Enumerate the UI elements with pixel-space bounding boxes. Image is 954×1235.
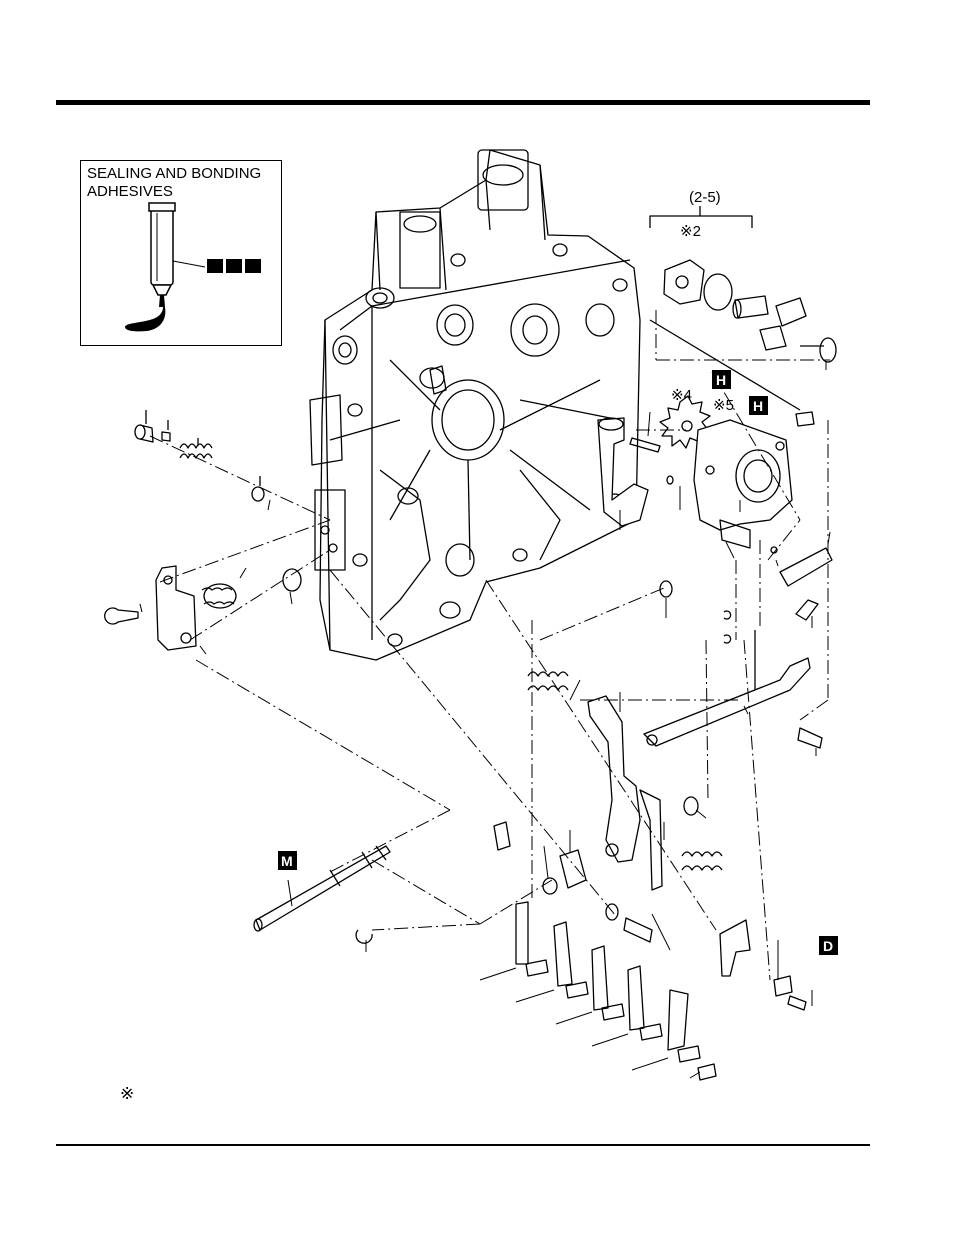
footnote-mark: ※ bbox=[120, 1084, 134, 1104]
badge-h-upper: H bbox=[712, 370, 731, 389]
shift-shaft bbox=[254, 846, 390, 943]
shift-forks bbox=[516, 902, 716, 1080]
svg-text:H: H bbox=[716, 372, 726, 388]
shift-linkage-assembly bbox=[494, 611, 822, 1010]
ref-2-label: ※2 bbox=[680, 223, 701, 240]
detent-plug-and-spring bbox=[135, 410, 264, 501]
badge-m: M bbox=[278, 851, 297, 870]
ref-4-label: ※4 bbox=[671, 387, 692, 404]
badge-d: D bbox=[819, 936, 838, 955]
svg-text:H: H bbox=[753, 398, 763, 414]
svg-text:D: D bbox=[823, 938, 833, 954]
upper-right-parts-group bbox=[650, 206, 836, 410]
ref-5-label: ※5 bbox=[713, 397, 734, 414]
side-cover-plate bbox=[105, 566, 301, 650]
badge-h-lower: H bbox=[749, 396, 768, 415]
main-case-housing bbox=[310, 150, 640, 660]
svg-text:M: M bbox=[281, 853, 293, 869]
group-range-label: (2-5) bbox=[689, 189, 721, 206]
